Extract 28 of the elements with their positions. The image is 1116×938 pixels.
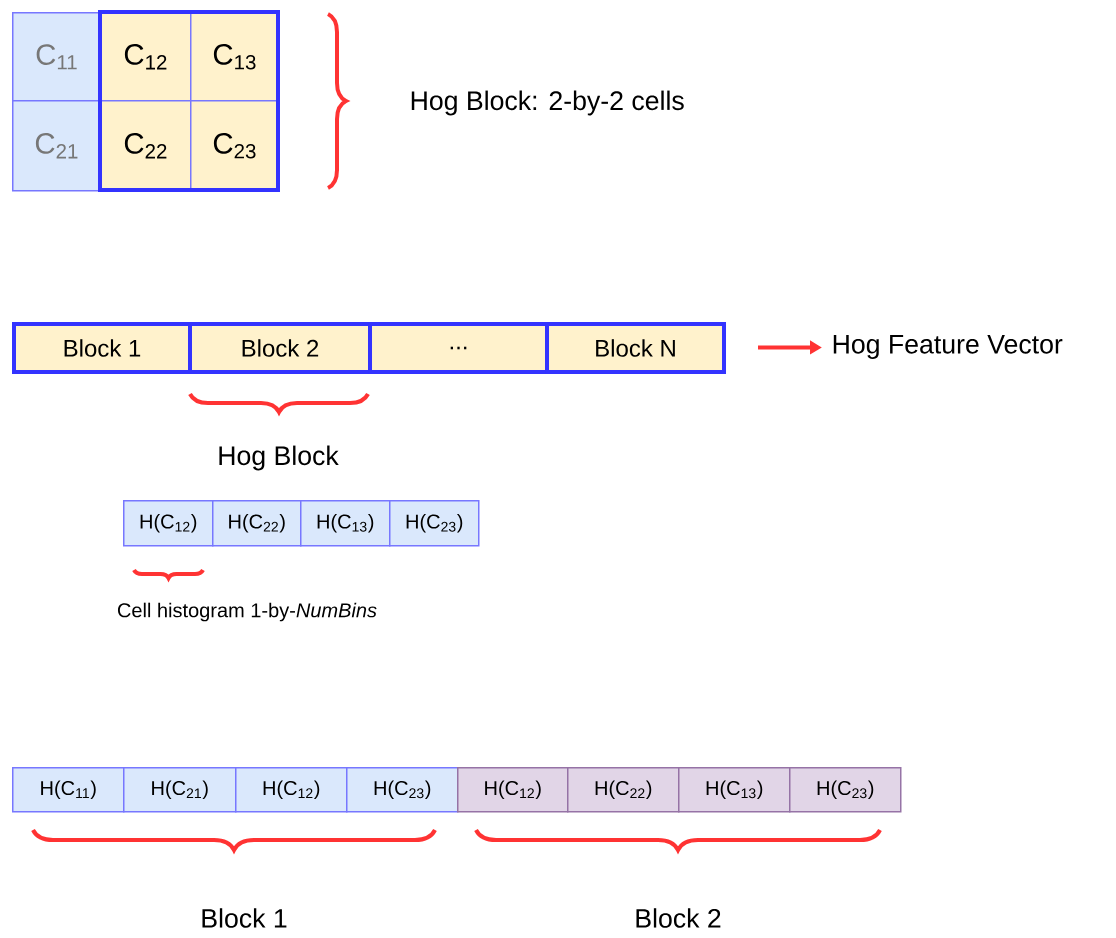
grid-cell: C$_{12}$ <box>100 12 192 102</box>
grid-cell: C$_{11}$ <box>12 12 102 102</box>
grid-cell: C$_{23}$ <box>190 100 280 192</box>
vector-cell: ... <box>368 322 549 374</box>
histogram-cell: H(C$_{13}$) <box>300 500 391 547</box>
histogram-cell: H(C$_{23}$) <box>389 500 480 547</box>
histogram-cell: H(C$_{12}$) <box>123 500 214 547</box>
grid-cell: C$_{22}$ <box>100 100 192 192</box>
text-label: Hog Block <box>219 445 339 471</box>
histogram-cell: H(C$_{21}$) <box>123 767 237 813</box>
histogram-cell: H(C$_{12}$) <box>457 767 569 813</box>
histogram-cell: H(C$_{23}$) <box>346 767 459 813</box>
vector-cell: Block 1 <box>12 322 192 374</box>
histogram-cell: H(C$_{23}$) <box>789 767 902 813</box>
text-label: Hog Block: 2-by-2 cells <box>411 90 684 116</box>
text-label: Block 2 <box>636 908 721 928</box>
text-label: Cell histogram 1-by-NumBins <box>118 602 377 622</box>
vector-cell: Block N <box>545 322 726 374</box>
histogram-cell: H(C$_{22}$) <box>567 767 680 813</box>
histogram-cell: H(C$_{22}$) <box>212 500 302 547</box>
histogram-cell: H(C$_{13}$) <box>678 767 791 813</box>
vector-cell: Block 2 <box>188 322 372 374</box>
grid-cell: C$_{21}$ <box>12 100 102 192</box>
histogram-cell: H(C$_{11}$) <box>12 767 125 813</box>
text-label: Block 1 <box>202 908 287 928</box>
output-label: Hog Feature Vector <box>833 335 1063 359</box>
grid-cell: C$_{13}$ <box>190 12 280 102</box>
histogram-cell: H(C$_{12}$) <box>235 767 348 813</box>
